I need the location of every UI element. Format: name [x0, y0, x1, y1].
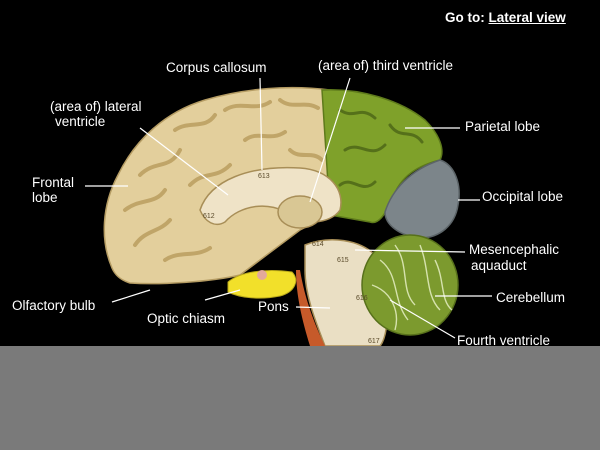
label-lateral-ventricle-line1: (area of) lateral [50, 99, 142, 114]
label-mesencephalic-line2: aquaduct [471, 258, 527, 273]
model-number-613: 613 [258, 173, 270, 180]
label-mesencephalic-line1: Mesencephalic [469, 242, 560, 257]
model-number-615: 615 [337, 257, 349, 264]
parietal-gyri [338, 108, 424, 189]
label-occipital-lobe: Occipital lobe [482, 189, 564, 204]
label-frontal-lobe-line1: Frontal [32, 175, 75, 190]
third-ventricle-region [277, 195, 323, 229]
label-fourth-ventricle: Fourth ventricle [457, 333, 551, 348]
optic-chiasm-region [227, 269, 297, 299]
cerebellum-region [361, 234, 459, 336]
model-number-614: 614 [312, 241, 324, 248]
label-olfactory-bulb: Olfactory bulb [12, 298, 96, 313]
nav-prefix: Go to: [445, 10, 485, 25]
label-lateral-ventricle-line2: ventricle [55, 114, 106, 129]
model-number-612: 612 [203, 213, 215, 220]
pons-surface [296, 270, 325, 346]
pituitary-spot [257, 270, 267, 280]
lateral-view-link[interactable]: Lateral view [488, 10, 566, 25]
frontal-gyri [123, 98, 324, 262]
label-pons: Pons [258, 299, 289, 314]
model-number-617: 617 [368, 338, 380, 345]
grey-band [0, 346, 600, 450]
label-parietal-lobe: Parietal lobe [465, 119, 541, 134]
label-optic-chiasm: Optic chiasm [147, 311, 226, 326]
nav-link-group: Go to: Lateral view [445, 10, 566, 25]
label-frontal-lobe-line2: lobe [32, 190, 58, 205]
leader-lines [85, 77, 492, 339]
label-third-ventricle: (area of) third ventricle [318, 58, 454, 73]
label-corpus-callosum: Corpus callosum [166, 60, 267, 75]
label-cerebellum: Cerebellum [496, 290, 566, 305]
model-number-616: 616 [356, 295, 368, 302]
